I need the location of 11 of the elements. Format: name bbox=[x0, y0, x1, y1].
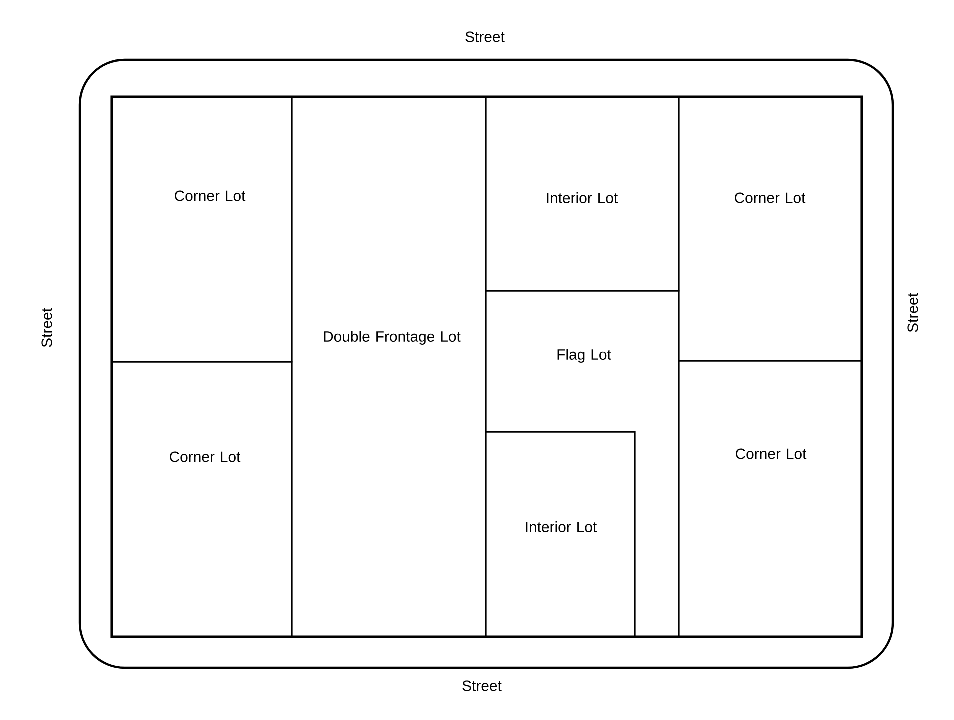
street-label: Street bbox=[908, 293, 918, 332]
lot-parcel: Interior Lot bbox=[485, 431, 636, 638]
lot-parcel: Corner Lot bbox=[111, 96, 293, 363]
street-label: Street bbox=[466, 32, 505, 42]
street-label: Street bbox=[462, 680, 502, 692]
lot-parcel: Corner Lot bbox=[678, 360, 863, 638]
street-label: Street bbox=[42, 308, 52, 348]
lot-parcel: Corner Lot bbox=[678, 96, 863, 362]
lot-parcel: Corner Lot bbox=[111, 361, 293, 638]
lot-parcel: Double Frontage Lot bbox=[291, 96, 487, 638]
lot-parcel: Interior Lot bbox=[485, 96, 680, 292]
